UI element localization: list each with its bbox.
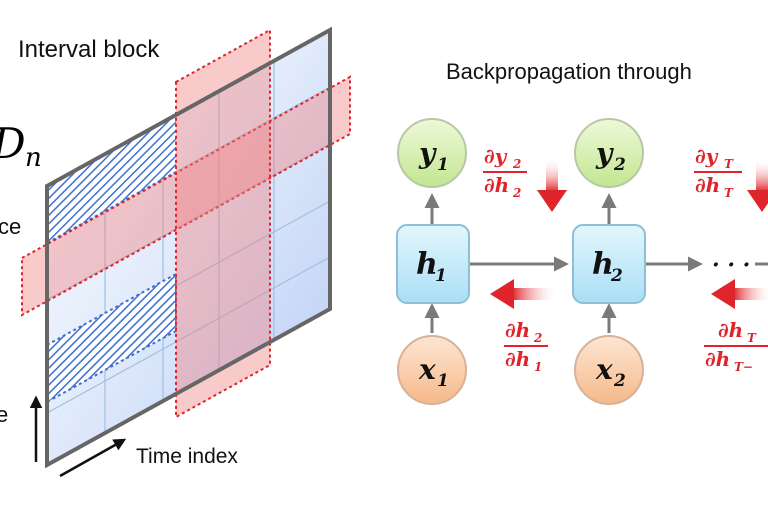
ellipsis: · · ·	[712, 252, 750, 278]
node-x2-base: x	[595, 353, 613, 386]
time-axis-label: Time index	[136, 445, 238, 468]
axis-label-fragment: e	[0, 402, 8, 427]
node-h2-sub: 2	[610, 266, 623, 286]
g4-num-sub: T	[747, 331, 757, 345]
g2-num-sub: 2	[533, 331, 542, 345]
g3-num-sub: T	[724, 157, 734, 171]
node-h1-sub: 1	[435, 266, 447, 286]
node-y1: y 1	[397, 118, 467, 188]
g3-den-sub: T	[724, 186, 734, 200]
gradient-label-dyT-dhT: ∂y T ∂h T	[694, 144, 742, 200]
g4-num: ∂h	[718, 318, 743, 342]
cut-label-fragment: ce	[0, 214, 21, 239]
g3-den: ∂h	[695, 173, 720, 197]
dataset-symbol: D	[0, 119, 26, 168]
g2-den-sub: 1	[534, 360, 542, 374]
node-x1: x 1	[397, 335, 467, 405]
node-y1-sub: 1	[437, 155, 449, 175]
node-x1-base: x	[418, 353, 436, 386]
vertical-slice	[175, 28, 271, 419]
node-x2: x 2	[574, 335, 644, 405]
graph-edges	[424, 193, 768, 333]
left-panel-title: Interval block	[18, 36, 160, 63]
g1-num-sub: 2	[512, 157, 521, 171]
node-h1-base: h	[416, 247, 438, 282]
gradient-label-dh2-dh1: ∂h 2 ∂h 1	[504, 318, 548, 374]
g2-den: ∂h	[505, 347, 530, 371]
time-axis-arrow	[59, 438, 127, 478]
right-panel: Backpropagation through y 1 y 2 h 1	[396, 59, 768, 405]
g3-num: ∂y	[695, 144, 719, 168]
g4-den: ∂h	[705, 347, 730, 371]
node-y2: y 2	[574, 118, 644, 188]
grad-arrow-down-2	[747, 158, 768, 212]
node-h1: h 1	[396, 224, 470, 304]
horizontal-slice	[21, 75, 351, 317]
gradient-label-dhT-dhT-1: ∂h T ∂h T−	[704, 318, 768, 374]
node-x1-sub: 1	[437, 371, 449, 391]
node-h2-base: h	[592, 247, 614, 282]
g4-den-sub: T−	[734, 360, 753, 374]
node-y1-base: y	[418, 137, 437, 170]
grid-border	[45, 26, 332, 469]
dataset-subscript: n	[25, 143, 42, 173]
grad-arrow-left-1	[490, 279, 558, 309]
g1-den-sub: 2	[512, 186, 521, 200]
grad-arrow-down-1	[537, 158, 567, 212]
node-h2: h 2	[572, 224, 646, 304]
g1-den: ∂h	[484, 173, 509, 197]
left-panel: Interval block D n ce e Time index	[0, 26, 351, 478]
right-panel-title: Backpropagation through	[446, 59, 692, 84]
gradient-label-dy2-dh2: ∂y 2 ∂h 2	[483, 144, 527, 200]
node-y2-sub: 2	[613, 155, 626, 175]
hatched-block-lower	[46, 272, 177, 404]
g2-num: ∂h	[505, 318, 530, 342]
node-x2-sub: 2	[613, 371, 626, 391]
grad-arrow-left-2	[711, 279, 768, 309]
g1-num: ∂y	[484, 144, 508, 168]
node-y2-base: y	[595, 137, 614, 170]
